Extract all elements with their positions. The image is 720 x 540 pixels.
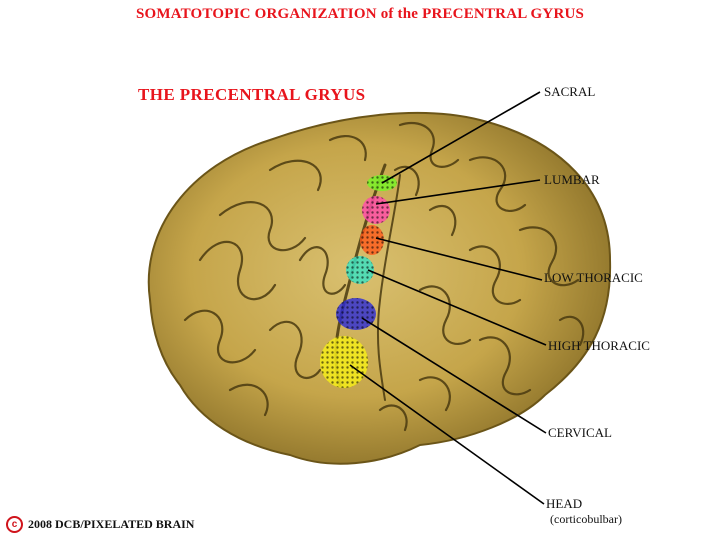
brain-shape (147, 111, 612, 465)
label-cervical: CERVICAL (548, 425, 612, 440)
leader-line-head (349, 364, 545, 505)
label-head-sub: (corticobulbar) (550, 512, 622, 526)
label-low-thoracic: LOW THORACIC (544, 270, 643, 285)
leader-line-high-thoracic (367, 269, 547, 346)
figure-title: SOMATOTOPIC ORGANIZATION of the PRECENTR… (135, 6, 585, 22)
figure-subtitle: THE PRECENTRAL GRYUS (138, 85, 366, 104)
leader-line-cervical (361, 317, 547, 434)
leader-lines (349, 91, 547, 505)
label-sacral: SACRAL (544, 84, 596, 99)
copyright-footer: c 2008 DCB/PIXELATED BRAIN (6, 516, 194, 533)
copyright-text: 2008 DCB/PIXELATED BRAIN (28, 517, 195, 531)
label-head: HEAD (546, 496, 583, 511)
leader-line-low-thoracic (375, 237, 543, 281)
leader-line-lumbar (375, 179, 541, 205)
label-high-thoracic: HIGH THORACIC (548, 338, 650, 353)
leader-line-sacral (381, 91, 541, 184)
sulci (183, 121, 585, 432)
copyright-icon: c (6, 516, 23, 533)
label-lumbar: LUMBAR (544, 172, 600, 187)
